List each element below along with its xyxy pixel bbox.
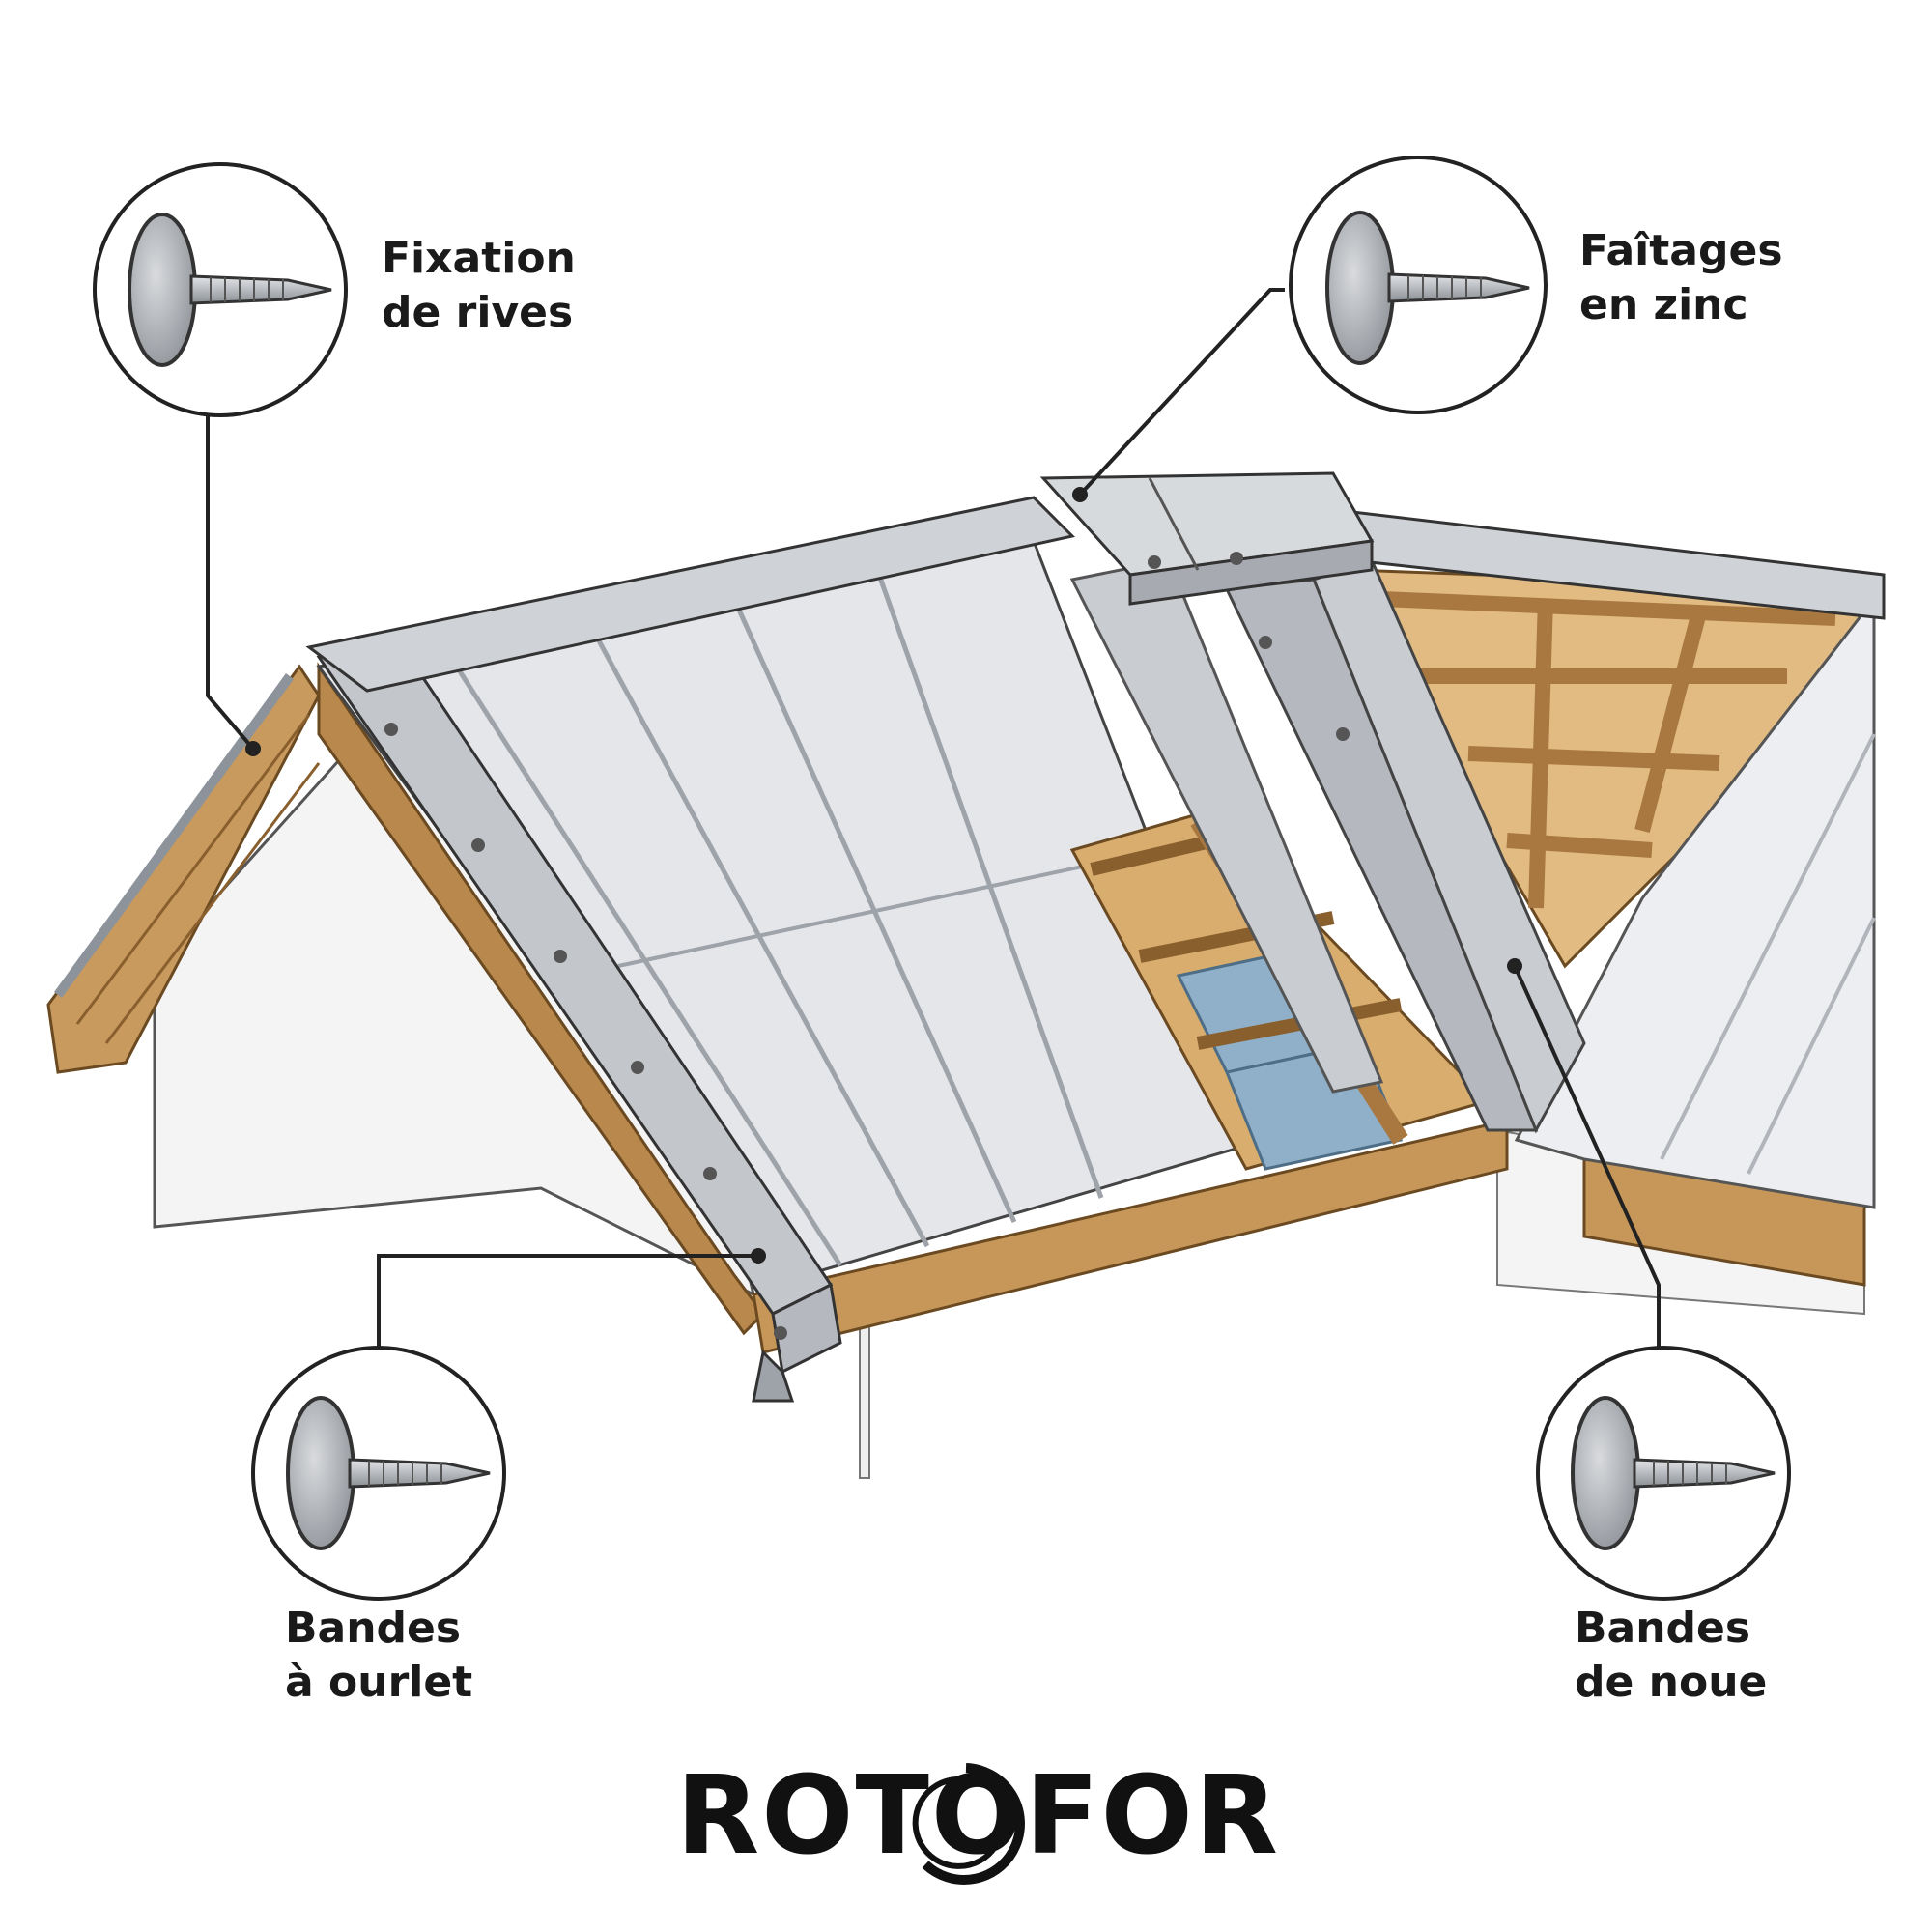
logo-swirl (912, 1763, 1025, 1885)
valley-flashing (1069, 558, 1586, 1134)
ridge-cap (1039, 471, 1375, 606)
callout-circle-bandes-de-noue (1536, 1346, 1791, 1601)
ridge-edge-strip (305, 496, 1886, 693)
callout-circle-bandes-a-ourlet (251, 1346, 506, 1601)
label-bandes-de-noue: Bandes de noue (1575, 1602, 1767, 1710)
leader-faitages-en-zinc (1078, 288, 1285, 497)
label-line: à ourlet (285, 1658, 473, 1707)
label-line: Fixation (382, 234, 576, 283)
label-fixation-de-rives: Fixation de rives (382, 232, 576, 340)
label-line: en zinc (1579, 280, 1748, 329)
label-bandes-a-ourlet: Bandes à ourlet (285, 1602, 472, 1710)
leader-fixation-de-rives (206, 415, 255, 751)
label-line: Faîtages (1579, 226, 1783, 275)
callout-circle-fixation-de-rives (93, 162, 348, 417)
callout-circle-faitages-en-zinc (1289, 156, 1548, 414)
right-zinc-plane (1514, 594, 1876, 1209)
label-line: Bandes (1575, 1604, 1751, 1653)
left-gable-wood (46, 662, 765, 1336)
brand-logo: ROTOFOR (676, 1753, 1281, 1879)
label-line: Bandes (285, 1604, 462, 1653)
label-faitages-en-zinc: Faîtages en zinc (1579, 224, 1783, 332)
leader-dots (245, 487, 1522, 1264)
label-line: de noue (1575, 1658, 1768, 1707)
leader-bandes-a-ourlet (377, 1254, 758, 1352)
label-line: de rives (382, 288, 574, 337)
